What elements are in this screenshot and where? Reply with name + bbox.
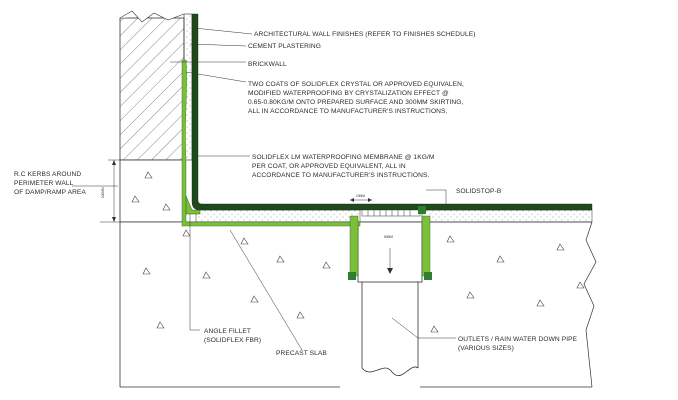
- angle-fillet: [185, 195, 201, 215]
- label-solidstop: SOLIDSTOP-B: [456, 188, 502, 195]
- label-angle-fillet-1: ANGLE FILLET: [204, 328, 251, 335]
- svg-text:10MM: 10MM: [356, 194, 365, 198]
- label-membrane-1: SOLIDFLEX LM WATERPROOFING MEMBRANE @ 1K…: [252, 154, 434, 161]
- kerb-dimension: 100MM: [100, 159, 120, 223]
- rc-kerb: [119, 159, 185, 223]
- svg-text:100MM: 100MM: [101, 187, 105, 198]
- label-crystal-1: TWO COATS OF SOLIDFLEX CRYSTAL OR APPROV…: [248, 81, 464, 88]
- label-crystal-2: MODIFIED WATERPROOFING BY CRYSTALIZATION…: [248, 90, 449, 97]
- label-precast-slab: PRECAST SLAB: [276, 350, 327, 357]
- solidstop-b-strip: [348, 206, 432, 280]
- label-membrane-3: ACCORDANCE TO MANUFACTURER'S INSTRUCTION…: [252, 172, 429, 179]
- floor-screed-layer: [195, 209, 593, 223]
- label-kerb-3: OF DAMP/RAMP AREA: [14, 189, 86, 196]
- gap-dimension: 10MM: [350, 194, 372, 202]
- label-outlets-1: OUTLETS / RAIN WATER DOWN PIPE: [458, 336, 578, 343]
- label-crystal-3: 0.65-0.80KG/M ONTO PREPARED SURFACE AND …: [248, 99, 464, 106]
- label-kerb-1: R.C KERBS AROUND: [14, 171, 81, 178]
- solidflex-lm-membrane: [191, 13, 593, 211]
- label-cement-plaster: CEMENT PLASTERING: [248, 43, 321, 50]
- label-angle-fillet-2: (SOLIDFLEX FBR): [204, 337, 261, 344]
- label-arch-finishes: ARCHITECTURAL WALL FINISHES (REFER TO FI…: [254, 31, 476, 38]
- pipe-dimension: 50MM: [384, 235, 393, 239]
- label-kerb-2: PERIMETER WALL: [14, 180, 74, 187]
- label-membrane-2: PER COAT, OR APPROVED EQUIVALENT, ALL IN: [252, 163, 406, 170]
- leader-lines: [72, 27, 456, 351]
- brickwall: [119, 10, 185, 161]
- label-brickwall: BRICKWALL: [248, 61, 287, 68]
- label-crystal-4: ALL IN ACCORDANCE TO MANUFACTURER'S INST…: [248, 108, 448, 115]
- label-outlets-2: (VARIOUS SIZES): [458, 345, 514, 352]
- annotations: ARCHITECTURAL WALL FINISHES (REFER TO FI…: [14, 31, 578, 357]
